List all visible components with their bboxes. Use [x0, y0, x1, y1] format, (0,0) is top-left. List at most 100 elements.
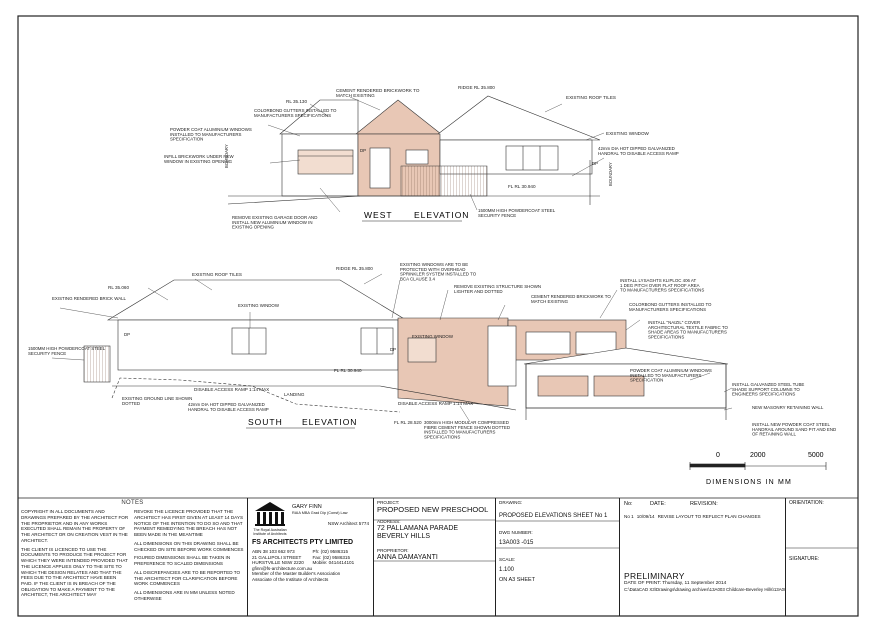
rev-row-no: No 1 [624, 513, 634, 519]
south-annotation-1: EXISTING ROOF TILES [192, 272, 242, 277]
rev-col-no: No: [624, 501, 633, 507]
south-annotation-23: NEW MASONRY RETAINING WALL [752, 405, 824, 410]
south-annotation-18: DISABLE ACCESS RAMP 1:14 MAX [194, 387, 269, 392]
south-elevation-drawing [51, 273, 733, 423]
dwg-number-label: DWG NUMBER: [499, 529, 533, 535]
firm-abn: ABN 38 103 662 973 [252, 549, 295, 555]
orientation-panel: ORIENTATION: SIGNATURE: [786, 498, 858, 616]
firm-suburb: HURSTVILLE NSW 2220 [252, 560, 304, 566]
firm-membership-mba: Member of the Master Builder's Associati… [252, 571, 341, 577]
note-discrepancies: ALL DISCREPANCIES ARE TO BE REPORTED TO … [134, 569, 241, 587]
scale-tick-2000: 2000 [750, 452, 766, 459]
drawing-value: PROPOSED ELEVATIONS SHEET No 1 [499, 512, 608, 519]
south-annotation-24: FL RL 28.520 [394, 420, 422, 425]
west-annotation-6: EXISTING WINDOW [606, 131, 650, 136]
south-annotation-14: DP [390, 347, 396, 352]
address-label: ADDRESS: [377, 518, 401, 524]
scale-label: DIMENSIONS IN MM [706, 479, 792, 486]
raia-logo-text: The Royal Australian Institute of Archit… [253, 528, 287, 536]
west-annotation-13: FL RL 30.940 [508, 184, 536, 189]
south-annotations: RL 35.060 EXISTING ROOF TILES RIDGE RL 35.… [28, 262, 836, 439]
signature-label: SIGNATURE: [789, 556, 820, 562]
architect-name: GARY FINN [292, 504, 322, 510]
sheet-size: ON A3 SHEET [499, 576, 536, 583]
proprietor-value: ANNA DAMAYANTI [377, 553, 438, 561]
south-annotation-13: DP [124, 332, 130, 337]
west-annotation-2: RIDGE RL 35.800 [458, 85, 495, 90]
title-block-grid [18, 497, 858, 562]
scale-tick-0: 0 [716, 452, 720, 459]
notes-heading: NOTES [121, 500, 144, 506]
print-date: DATE OF PRINT: Thursday, 11 September 20… [624, 581, 727, 587]
orientation-label: ORIENTATION: [789, 500, 824, 506]
notes-panel: NOTES COPYRIGHT IN ALL DOCUMENTS AND DRA… [18, 498, 248, 616]
south-annotation-2: RIDGE RL 35.800 [336, 266, 373, 271]
project-panel: PROJECT: PROPOSED NEW PRESCHOOL ADDRESS:… [374, 498, 496, 616]
west-title-left: WEST [364, 210, 393, 220]
west-annotation-3: EXISTING ROOF TILES [566, 95, 616, 100]
firm-membership-ia: Associate of the Institute of Architects [252, 576, 329, 582]
south-annotation-19: LANDING [284, 392, 305, 397]
scale-field-value: 1.100 [499, 566, 515, 573]
scale-tick-5000: 5000 [808, 452, 824, 459]
raia-logo: The Royal Australian Institute of Archit… [252, 501, 288, 537]
dwg-number-value: 13A003 -015 [499, 539, 534, 546]
south-annotation-12: EXISTING WINDOW [412, 334, 454, 339]
rev-row-text: REVISE LAYOUT TO REFLECT PLAN CHANGES [657, 513, 761, 519]
sheet-border [17, 15, 859, 617]
rev-col-date: DATE: [650, 501, 666, 507]
architect-registration: NSW Architect 5774 [327, 521, 369, 527]
scale-field-label: SCALE: [499, 556, 516, 562]
note-units: ALL DIMENSIONS ARE IN MM UNLESS NOTED OT… [134, 590, 235, 601]
firm-email: gfinn@fs-architecture.com.au [252, 565, 313, 571]
west-annotation-9: DP [360, 148, 366, 153]
south-annotation-6: EXISTING WINDOW [238, 303, 280, 308]
file-path: C:\DataCAD X3\Drawings\drawing archives\… [624, 587, 786, 593]
revision-panel: No: DATE: REVISION: No 1 10/09/14 REVISE… [620, 498, 786, 616]
project-value: PROPOSED NEW PRESCHOOL [377, 504, 489, 514]
rev-row-date: 10/09/14 [636, 513, 655, 519]
proprietor-label: PROPRIETOR: [377, 547, 409, 553]
architect-qualifications: RAIA MBA Grad Dip (Const) Law [292, 510, 348, 515]
south-annotation-22: DISABLE ACCESS RAMP 1:14 MAX [398, 401, 473, 406]
note-revoke: REVOKE THE LICENCE PROVIDED THAT THE ARC… [134, 509, 244, 538]
note-licence: THE CLIENT IS LICENCED TO USE THE DOCUME… [21, 546, 128, 598]
firm-phone: Ph: (02) 9586315 [312, 549, 349, 555]
south-title-right: ELEVATION [302, 417, 357, 427]
south-annotation-0: RL 35.060 [108, 285, 129, 290]
west-title-right: ELEVATION [414, 210, 469, 220]
west-annotation-11: BOUNDARY [224, 144, 229, 168]
firm-fax: Fax: (02) 9586315 [312, 554, 351, 560]
drawing-label: DRAWING: [499, 500, 523, 505]
note-copyright: COPYRIGHT IN ALL DOCUMENTS AND DRAWINGS … [21, 509, 129, 543]
project-label: PROJECT: [377, 500, 400, 505]
south-annotation-15: FL RL 30.940 [334, 368, 362, 373]
firm-panel: The Royal Australian Institute of Archit… [248, 498, 374, 616]
west-annotation-10: DP [592, 161, 598, 166]
scale-bar [689, 462, 827, 470]
south-title-left: SOUTH [248, 417, 283, 427]
firm-street: 21 GALLIPOLI STREET [252, 554, 302, 560]
note-check-site: ALL DIMENSIONS ON THIS DRAWING SHALL BE … [134, 540, 244, 552]
